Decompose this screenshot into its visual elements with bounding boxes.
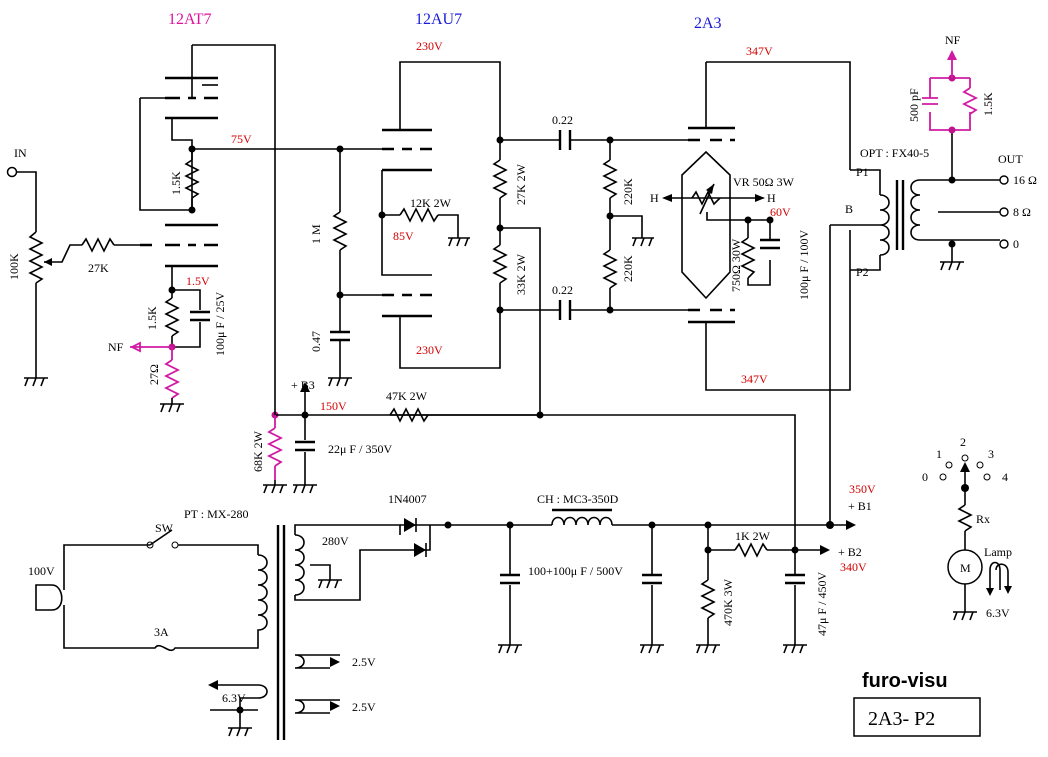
r-220k-top-value: 220K	[621, 178, 635, 205]
model-title: 2A3- P2	[868, 708, 935, 730]
input-jack-icon	[6, 166, 18, 178]
r-220k-bottom-value: 220K	[621, 255, 635, 282]
rx-label: Rx	[976, 512, 990, 526]
filter-cap-value: 100+100μ F / 500V	[528, 564, 623, 578]
meter-switch	[939, 454, 1012, 621]
cap-b3-value: 22μ F / 350V	[328, 442, 392, 456]
nf-label-left: NF	[108, 340, 124, 354]
v2-plate-voltage-bottom: 230V	[416, 343, 443, 357]
c-500pf-value: 500 pF	[907, 88, 921, 122]
switch-pos-3: 3	[988, 447, 994, 461]
tube-label-12at7: 12AT7	[168, 11, 212, 28]
v2-plate-voltage-top: 230V	[416, 39, 443, 53]
diode-label: 1N4007	[388, 492, 427, 506]
b1-voltage: 350V	[849, 482, 876, 496]
cap-b2-value: 47μ F / 450V	[815, 572, 829, 636]
b2-voltage: 340V	[840, 560, 867, 574]
output-transformer	[830, 50, 1009, 271]
r-1k5-nf-value: 1.5K	[981, 92, 995, 116]
r-27k-2w-value: 27K 2W	[514, 163, 528, 205]
tube-label-2a3: 2A3	[694, 15, 722, 32]
b-label: B	[845, 202, 853, 216]
input-label: IN	[14, 146, 27, 160]
v1-cathode-voltage: 1.5V	[186, 274, 210, 288]
filament-63v: 6.3V	[222, 691, 246, 705]
switch-pos-0: 0	[922, 470, 928, 484]
input-section	[6, 166, 140, 387]
r-47k-value: 47K 2W	[386, 389, 428, 403]
tube-12at7	[129, 44, 276, 413]
fuse-label: 3A	[154, 625, 169, 639]
filament-25v-a: 2.5V	[352, 655, 376, 669]
tube-2a3	[662, 61, 851, 391]
v2-cathode-voltage: 85V	[393, 229, 414, 243]
cap-cathode-v3-value: 100μ F / 100V	[797, 230, 811, 300]
switch-label: SW	[155, 521, 174, 535]
b2-label: + B2	[838, 545, 862, 559]
tube-label-12au7: 12AU7	[415, 11, 462, 28]
v3-plate-voltage-top: 347V	[746, 44, 773, 58]
cap-cathode-v1-value: 100μ F / 25V	[213, 292, 227, 356]
volume-pot-value: 100K	[7, 253, 21, 280]
r-27k-value: 27K	[88, 261, 109, 275]
mains-voltage: 100V	[28, 564, 55, 578]
p1-label: P1	[856, 165, 869, 179]
filament-25v-b: 2.5V	[352, 700, 376, 714]
secondary-280v: 280V	[322, 534, 349, 548]
heater-label-right: H	[767, 191, 776, 205]
b3-supply	[263, 382, 796, 550]
coupling-network	[500, 130, 688, 320]
r-27ohm-value: 27Ω	[147, 364, 161, 385]
r-1m-value: 1 M	[309, 224, 323, 244]
r-470k-value: 470K 3W	[721, 578, 735, 626]
lamp-label: Lamp	[984, 545, 1012, 559]
r-1k5-plate-value: 1.5K	[169, 171, 183, 195]
switch-pos-1: 1	[936, 447, 942, 461]
b3-voltage: 150V	[320, 399, 347, 413]
switch-pos-4: 4	[1002, 470, 1008, 484]
nf-label-top: NF	[945, 33, 961, 47]
r-12k-value: 12K 2W	[410, 196, 452, 210]
tap-8-label: 8 Ω	[1013, 205, 1031, 219]
choke-label: CH : MC3-350D	[537, 492, 619, 506]
b3-label: + B3	[291, 378, 315, 392]
power-supply	[35, 225, 856, 740]
tube-12au7	[328, 61, 541, 415]
r-1k5-cathode-value: 1.5K	[145, 306, 159, 330]
r-1k-value: 1K 2W	[735, 529, 771, 543]
r-750-value: 750Ω 30W	[729, 238, 743, 292]
b1-label: + B1	[848, 499, 872, 513]
tap-16-label: 16 Ω	[1013, 173, 1037, 187]
title-box	[853, 697, 981, 737]
switch-pos-2: 2	[960, 435, 966, 449]
p2-label: P2	[856, 265, 869, 279]
tap-0-label: 0	[1013, 237, 1019, 251]
v3-plate-voltage-bottom: 347V	[741, 372, 768, 386]
c-047-value: 0.47	[309, 331, 323, 352]
v3-cathode-voltage: 60V	[770, 205, 791, 219]
c-022-top-value: 0.22	[552, 113, 573, 127]
pt-label: PT : MX-280	[184, 507, 248, 521]
r-33k-2w-value: 33K 2W	[514, 253, 528, 295]
r-68k-value: 68K 2W	[251, 430, 265, 472]
v1-plate-voltage: 75V	[231, 132, 252, 146]
vr-value: VR 50Ω 3W	[733, 175, 795, 189]
meter-m-label: M	[960, 561, 971, 575]
c-022-bottom-value: 0.22	[552, 283, 573, 297]
brand-title: furo-visu	[862, 670, 948, 692]
opt-label: OPT : FX40-5	[860, 146, 929, 160]
out-label: OUT	[998, 152, 1023, 166]
heater-label-left: H	[650, 191, 659, 205]
lamp-voltage: 6.3V	[986, 606, 1010, 620]
